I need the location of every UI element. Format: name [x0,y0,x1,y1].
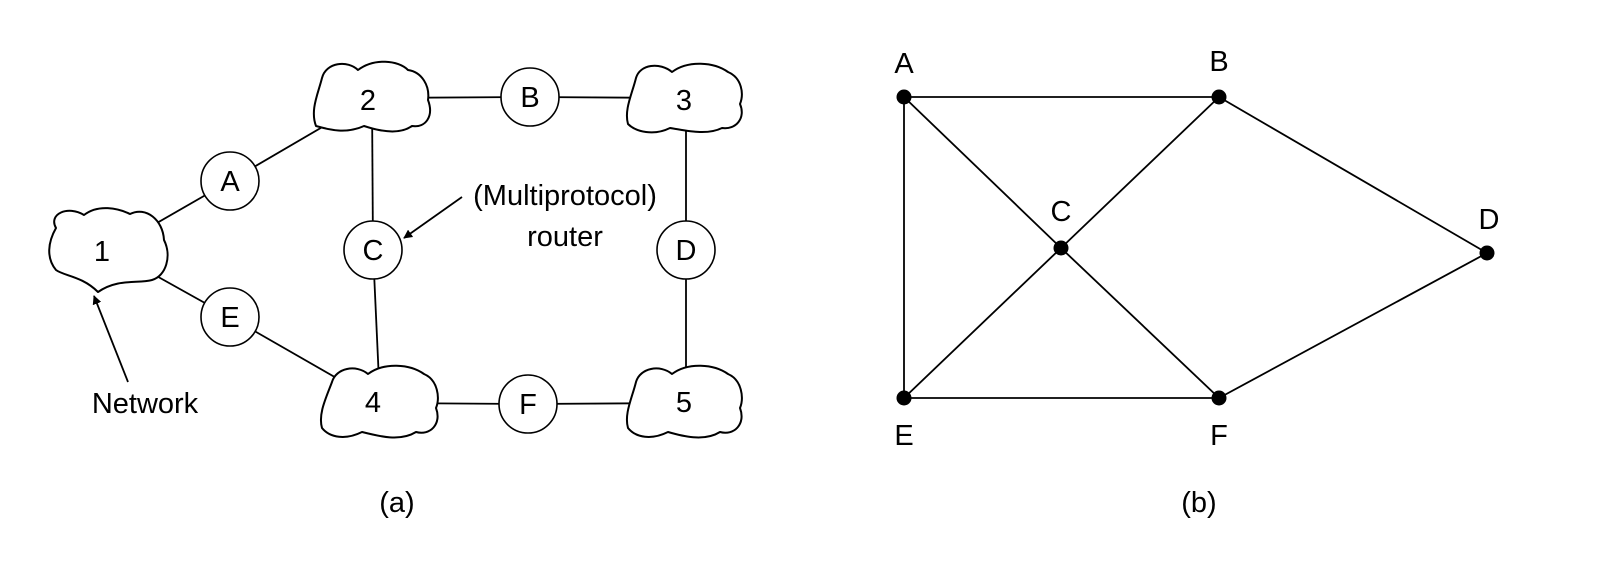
network-cloud-2: 2 [312,60,431,133]
multiprotocol-label-line2: router [527,221,603,253]
figure-b: A B C D E F (b) [894,46,1499,519]
node-b: B [1209,46,1229,105]
multiprotocol-label-line1: (Multiprotocol) [473,180,657,212]
edge-node-a-node-c [903,96,1062,249]
network-cloud-1: 1 [48,207,169,293]
edge-node-b-node-d [1218,96,1488,254]
node-label: A [894,48,914,80]
node-label: B [1209,46,1228,78]
router-b: B [500,67,560,127]
node-label: F [1210,420,1228,452]
node-c: C [1051,196,1072,256]
node-e: E [894,390,914,452]
node-a: A [894,48,914,105]
router-f: F [498,374,558,434]
figure-b-nodes: A B C D E F [894,46,1499,452]
router-label: B [520,82,539,114]
router-label: E [220,302,239,334]
network-cloud-3: 3 [626,62,743,134]
router-c: C [343,220,403,280]
network-label: 3 [676,85,692,117]
node-label: E [894,420,913,452]
router-a: A [200,151,260,211]
router-label: D [676,235,697,267]
network-label: 4 [365,387,381,419]
network-label: 5 [676,387,692,419]
network-cloud-4: 4 [320,364,439,439]
network-arrow [92,295,129,383]
figure-b-edges [903,96,1488,399]
node-label: D [1479,204,1500,236]
edge-node-c-node-f [1060,247,1220,399]
multiprotocol-arrow [403,196,463,239]
edge-node-b-node-c [1060,96,1220,249]
node-f: F [1210,390,1228,452]
figure-a-caption: (a) [379,487,414,519]
router-e: E [200,287,260,347]
router-label: A [220,166,240,198]
network-cloud-5: 5 [626,364,743,439]
edge-node-c-node-e [903,247,1062,399]
node-label: C [1051,196,1072,228]
network-label: 2 [360,85,376,117]
figure-a-routers: A B C D E F [200,67,716,434]
network-label: 1 [94,236,110,268]
network-annotation: Network [92,388,199,420]
router-label: C [363,235,384,267]
router-label: F [519,389,537,421]
edge-node-f-node-d [1218,252,1488,399]
node-d: D [1479,204,1500,261]
figure-a: 1 2 3 4 5 A B [48,60,743,519]
router-d: D [656,220,716,280]
figure-b-caption: (b) [1181,487,1216,519]
